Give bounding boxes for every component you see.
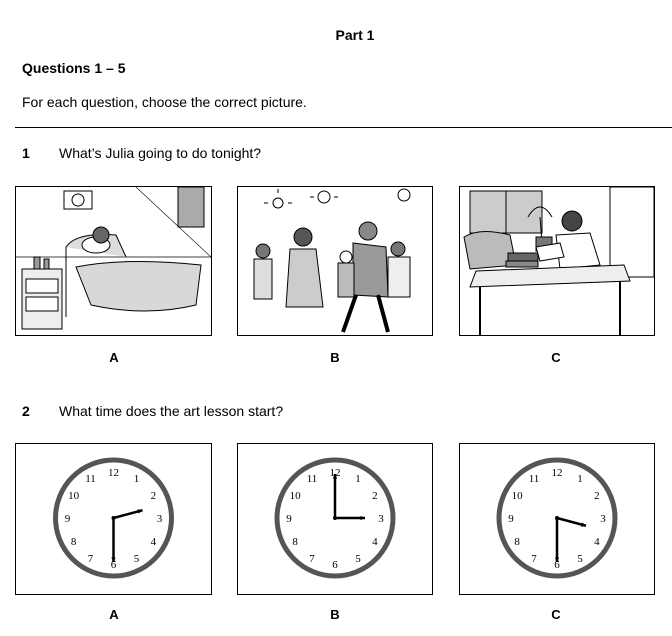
question-1-option-c-picture[interactable] xyxy=(459,186,655,336)
clock-numeral: 12 xyxy=(552,467,563,479)
clock-center xyxy=(333,516,337,520)
instruction-text: For each question, choose the correct pi… xyxy=(22,94,307,110)
clock-numeral: 10 xyxy=(290,490,302,502)
clock-numeral: 1 xyxy=(577,473,583,485)
minute-hand-tip xyxy=(111,557,116,562)
clock-center xyxy=(111,516,116,520)
clock-numeral: 4 xyxy=(151,536,157,548)
question-2-option-a-label: A xyxy=(109,607,119,622)
hour-hand-tip xyxy=(581,522,586,527)
clock-numeral: 8 xyxy=(71,536,77,548)
hour-hand-tip xyxy=(137,509,143,514)
clock-numeral: 8 xyxy=(514,536,520,548)
clock-numeral: 1 xyxy=(134,473,140,485)
clock-numeral: 9 xyxy=(65,513,71,525)
clock-numeral: 11 xyxy=(307,473,318,485)
clock-numeral: 7 xyxy=(309,553,315,565)
people-dancing-at-party-picture xyxy=(253,187,411,333)
question-1-option-a-label: A xyxy=(109,350,119,365)
clock-numeral: 1 xyxy=(355,473,361,485)
clock-numeral: 3 xyxy=(600,513,606,525)
clock-numeral: 10 xyxy=(68,490,80,502)
clock-numeral: 5 xyxy=(577,553,583,565)
divider-line xyxy=(15,127,672,128)
question-2-option-c-label: C xyxy=(551,607,561,622)
question-2-number: 2 xyxy=(22,403,30,419)
clock-numeral: 2 xyxy=(594,490,600,502)
minute-hand-tip xyxy=(332,474,338,479)
clock-numeral: 6 xyxy=(111,559,117,571)
clock-numeral: 4 xyxy=(372,536,378,548)
woman-sick-in-bed-picture xyxy=(16,187,211,330)
clock-numeral: 5 xyxy=(355,553,361,565)
part-title: Part 1 xyxy=(335,27,375,43)
clock-numeral: 9 xyxy=(286,513,292,525)
clock-numeral: 9 xyxy=(508,513,514,525)
woman-reading-at-table-picture xyxy=(463,187,654,335)
hour-hand xyxy=(556,516,587,527)
question-1-option-b-label: B xyxy=(330,350,340,365)
clock-numeral: 4 xyxy=(594,536,600,548)
clock-numeral: 10 xyxy=(512,490,524,502)
question-1-number: 1 xyxy=(22,145,30,161)
clock-numeral: 7 xyxy=(88,553,94,565)
question-1-text: What’s Julia going to do tonight? xyxy=(59,145,262,161)
clock-numeral: 7 xyxy=(531,553,537,565)
clock-numeral: 12 xyxy=(330,467,341,479)
hour-hand xyxy=(113,509,143,520)
question-1-option-c-label: C xyxy=(551,350,561,365)
question-2-text: What time does the art lesson start? xyxy=(59,403,284,419)
clock-numeral: 3 xyxy=(157,513,163,525)
clock-numeral: 8 xyxy=(292,536,298,548)
clock-numeral: 11 xyxy=(529,473,540,485)
question-2-option-b-label: B xyxy=(330,607,340,622)
clock-center xyxy=(555,516,559,520)
clock-numeral: 3 xyxy=(378,513,384,525)
clock-numeral: 2 xyxy=(372,490,378,502)
clock-numeral: 6 xyxy=(554,559,560,571)
minute-hand-tip xyxy=(554,557,560,562)
questions-heading: Questions 1 – 5 xyxy=(22,60,126,76)
clock-numeral: 11 xyxy=(85,473,96,485)
question-1-option-b-picture[interactable] xyxy=(237,186,433,336)
clock-numeral: 5 xyxy=(134,553,140,565)
question-1-option-a-picture[interactable] xyxy=(15,186,212,336)
clock-numeral: 6 xyxy=(332,559,338,571)
clock-numeral: 2 xyxy=(151,490,157,502)
hour-hand-tip xyxy=(360,515,365,521)
clock-numeral: 12 xyxy=(108,467,119,479)
